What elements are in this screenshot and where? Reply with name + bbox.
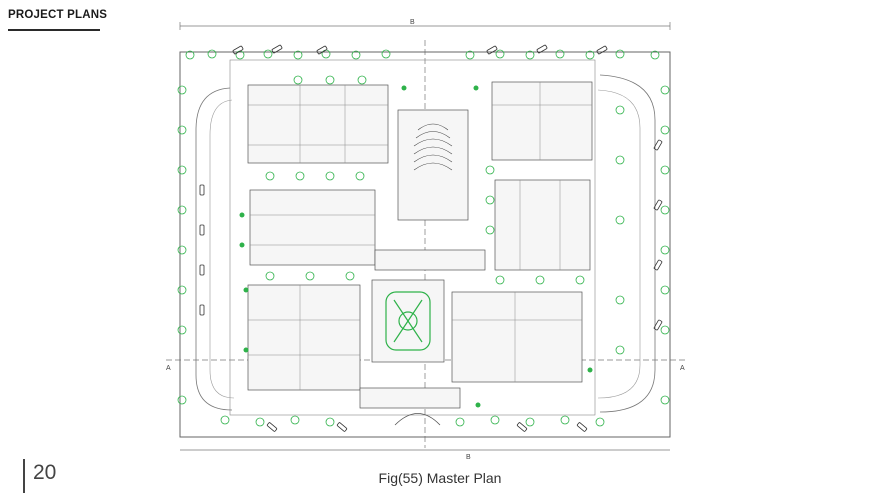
section-marker-left: A — [166, 365, 171, 372]
building-blocks — [247, 81, 593, 409]
left-drive-lane — [195, 87, 233, 411]
page-heading: PROJECT PLANS — [8, 9, 108, 21]
page-number: 20 — [33, 461, 57, 484]
right-drive-lane-inner — [597, 89, 641, 399]
site-boundary — [179, 51, 671, 438]
main-entrance-arc — [394, 413, 441, 426]
courtyard-landscape — [385, 291, 431, 351]
section-lines — [166, 22, 688, 451]
block-south-east — [451, 291, 583, 383]
auditorium-seating — [413, 123, 453, 171]
block-north-east — [491, 81, 593, 161]
block-north-centre — [397, 109, 469, 221]
partition-lines — [248, 82, 592, 390]
tree-row — [177, 49, 670, 427]
section-marker-bottom: B — [466, 454, 471, 461]
inner-boundary — [229, 59, 596, 416]
master-plan-drawing: B B A A — [166, 19, 688, 461]
heading-underline — [8, 29, 100, 31]
spine-corridor — [374, 249, 486, 271]
block-north-west — [247, 84, 389, 164]
block-south-west — [247, 284, 361, 391]
parked-cars — [199, 44, 663, 432]
figure-caption: Fig(55) Master Plan — [378, 470, 502, 486]
section-marker-top: B — [410, 19, 415, 26]
section-marker-right: A — [680, 365, 685, 372]
block-middle-west — [249, 189, 376, 266]
page-number-rule — [23, 459, 25, 493]
left-drive-lane-inner — [209, 99, 235, 399]
right-drive-lane — [599, 74, 656, 413]
block-middle-east — [494, 179, 591, 271]
palm-markers — [239, 85, 593, 408]
main-entrance-plaza — [359, 387, 461, 409]
